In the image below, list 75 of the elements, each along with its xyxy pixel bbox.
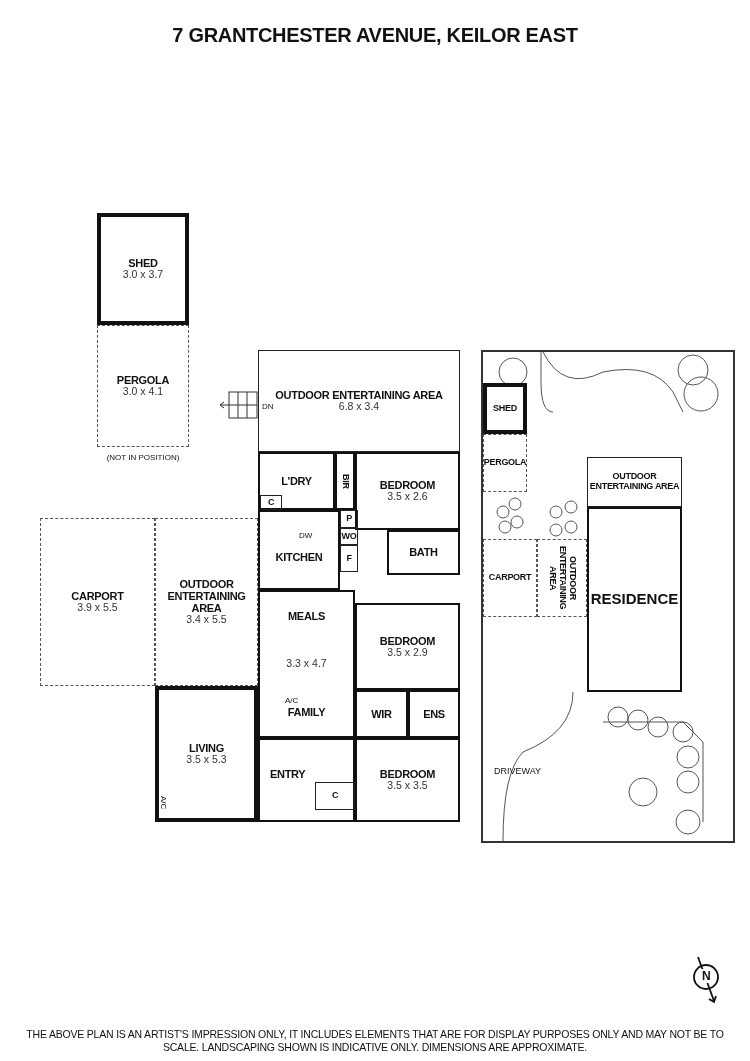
room-outline [483, 434, 527, 492]
room-outline [258, 738, 355, 822]
stair-label: DN [262, 402, 274, 411]
room-name: OUTDOOR ENTERTAINING AREA [275, 389, 443, 402]
room-name: SHED [493, 403, 517, 414]
room-name: WIR [371, 707, 392, 721]
room-outline [258, 452, 335, 510]
room-name: ENS [423, 707, 445, 721]
room-dimensions: 3.5 x 2.9 [387, 646, 428, 659]
room-outline [155, 686, 258, 822]
room-name: WO [341, 531, 357, 542]
room-dimensions: 3.5 x 2.6 [387, 491, 428, 503]
room-name: FAMILY [287, 705, 326, 718]
room-name: SHED [128, 257, 158, 270]
room-name: BATH [409, 546, 438, 559]
room-outline [155, 518, 258, 686]
room-name: BEDROOM [379, 768, 436, 781]
room-name: KITCHEN [275, 550, 323, 563]
room-dimensions: 3.4 x 5.5 [186, 614, 227, 626]
room-name: ENTRY [270, 768, 306, 781]
room-outline [483, 383, 527, 434]
room-outline [315, 782, 355, 810]
room-name: PERGOLA [483, 458, 527, 468]
room-outline [335, 452, 355, 510]
room-outline [258, 350, 460, 452]
room-name: C [267, 497, 275, 508]
air-conditioner-label: A/C [159, 796, 168, 810]
room-name: OUTDOOR ENTERTAINING AREA [166, 578, 247, 615]
room-name: PERGOLA [116, 374, 170, 387]
room-dimensions: 3.3 x 4.7 [286, 658, 327, 670]
room-outline [97, 213, 189, 325]
room-outline [355, 452, 460, 530]
air-conditioner-label: A/C [285, 696, 299, 705]
room-outline [587, 507, 682, 692]
room-name: CARPORT [71, 590, 124, 603]
room-outline [340, 510, 358, 528]
room-outline [97, 325, 189, 447]
room-outline [537, 539, 587, 617]
room-name: OUTDOOR ENTERTAINING AREA [588, 472, 681, 492]
room-name: F [346, 553, 352, 564]
room-name: BIR [340, 473, 350, 489]
room-name: C [331, 791, 339, 801]
room-outline [483, 539, 537, 617]
room-name: CARPORT [488, 573, 532, 583]
room-outline [340, 545, 358, 572]
disclaimer-note: THE ABOVE PLAN IS AN ARTIST'S IMPRESSION ONLY, IT INCLUDES ELEMENTS THAT ARE FOR DISPLAY PURPOSES ONLY AND MAY NOT BE TO SCALE. LANDSCAPING SHOWN IS INDICATIVE ONLY. DIMENSIONS ARE APPROXIMATE. [25, 1028, 725, 1055]
room-outline [408, 690, 460, 738]
room-name: BEDROOM [379, 479, 436, 492]
room-name: OUTDOOR ENTERTAINING AREA [547, 545, 577, 612]
room-dimensions: 3.5 x 3.5 [387, 780, 428, 792]
room-outline [40, 518, 155, 686]
room-outline [587, 457, 682, 507]
room-outline [387, 530, 460, 575]
room-dimensions: 3.9 x 5.5 [77, 602, 118, 614]
room-dimensions: 3.0 x 4.1 [122, 386, 164, 398]
room-outline [260, 495, 282, 510]
position-note: (NOT IN POSITION) [106, 453, 180, 462]
room-name: P [346, 514, 352, 524]
room-name: MEALS [288, 610, 325, 623]
room-name: RESIDENCE [590, 591, 679, 608]
room-dimensions: 6.8 x 3.4 [338, 401, 380, 413]
room-outline [355, 690, 408, 738]
room-dimensions: 3.0 x 3.7 [122, 269, 164, 281]
room-outline [258, 590, 355, 738]
room-name: BEDROOM [379, 634, 436, 647]
plan-title: 7 GRANTCHESTER AVENUE, KEILOR EAST [171, 24, 579, 47]
room-outline [355, 603, 460, 690]
room-name: L'DRY [281, 474, 312, 488]
room-outline [355, 738, 460, 822]
room-outline [258, 510, 340, 590]
room-dimensions: 3.5 x 5.3 [186, 754, 227, 766]
room-name: LIVING [189, 742, 224, 755]
appliance-label: DW [299, 531, 313, 540]
north-label: N [701, 969, 712, 983]
area-label: DRIVEWAY [494, 766, 541, 776]
